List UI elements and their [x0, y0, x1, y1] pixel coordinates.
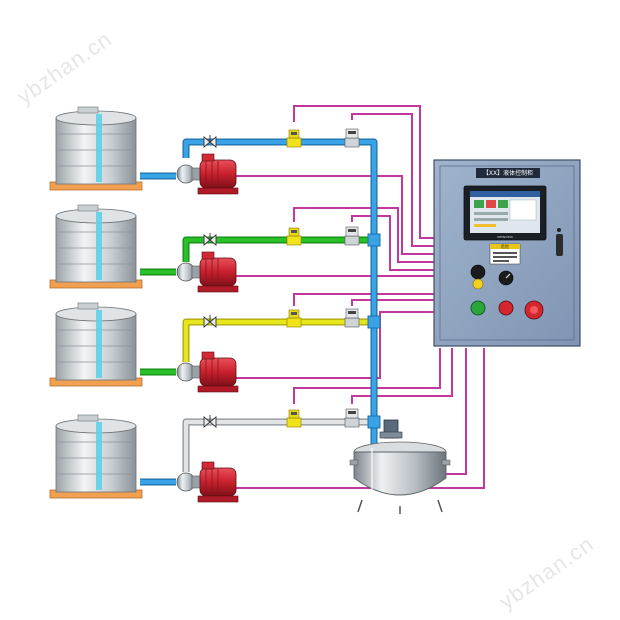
signal-wires: [236, 105, 485, 489]
wire-line-4-flowmeter: [293, 348, 441, 404]
wire-line-1-pump: [236, 175, 436, 255]
wire-line-4-pump: [236, 348, 485, 489]
wire-line-1-flowmeter: [293, 105, 436, 239]
wire-line-3-actuator: [351, 299, 436, 306]
wire-line-3-pump: [236, 311, 436, 379]
wire-line-2-actuator: [351, 215, 436, 271]
storage-tank-1: [49, 106, 143, 191]
flowmeter-3: [286, 309, 302, 328]
wire-reactor: [440, 348, 467, 475]
line-2: [49, 204, 360, 293]
wire-line-2-flowmeter: [293, 207, 436, 263]
flowmeter-1: [286, 129, 302, 148]
cabinet-door-handle[interactable]: [556, 234, 563, 256]
control-cabinet: 【XX】液体控制柜 WEINVIEW 危险: [433, 159, 581, 347]
warning-label-text: 危险: [501, 243, 509, 249]
storage-tank-3: [49, 302, 143, 387]
pipes: [140, 138, 381, 486]
actuator-valve-2: [344, 226, 360, 246]
reactor-vessel: [349, 419, 451, 514]
storage-tank-4: [49, 414, 143, 499]
cabinet-title: 【XX】液体控制柜: [483, 169, 533, 177]
wire-line-3-flowmeter: [293, 293, 436, 306]
actuator-valve-3: [344, 308, 360, 328]
wire-line-1-actuator: [351, 113, 436, 247]
warning-light: [472, 278, 484, 290]
line-1: [49, 106, 360, 195]
actuator-valve-4: [344, 408, 360, 428]
flowmeter-4: [286, 409, 302, 428]
cabinet-title-plate: [476, 168, 540, 178]
actuator-valve-1: [344, 128, 360, 148]
pump-1: [176, 153, 239, 195]
indicator-red-1[interactable]: [498, 300, 514, 316]
selector-switch-1[interactable]: [470, 264, 486, 280]
flowmeter-2: [286, 227, 302, 246]
wire-line-4-actuator: [351, 348, 453, 404]
hmi-brand: WEINVIEW: [497, 235, 513, 239]
indicator-green[interactable]: [470, 300, 486, 316]
storage-tank-2: [49, 204, 143, 289]
